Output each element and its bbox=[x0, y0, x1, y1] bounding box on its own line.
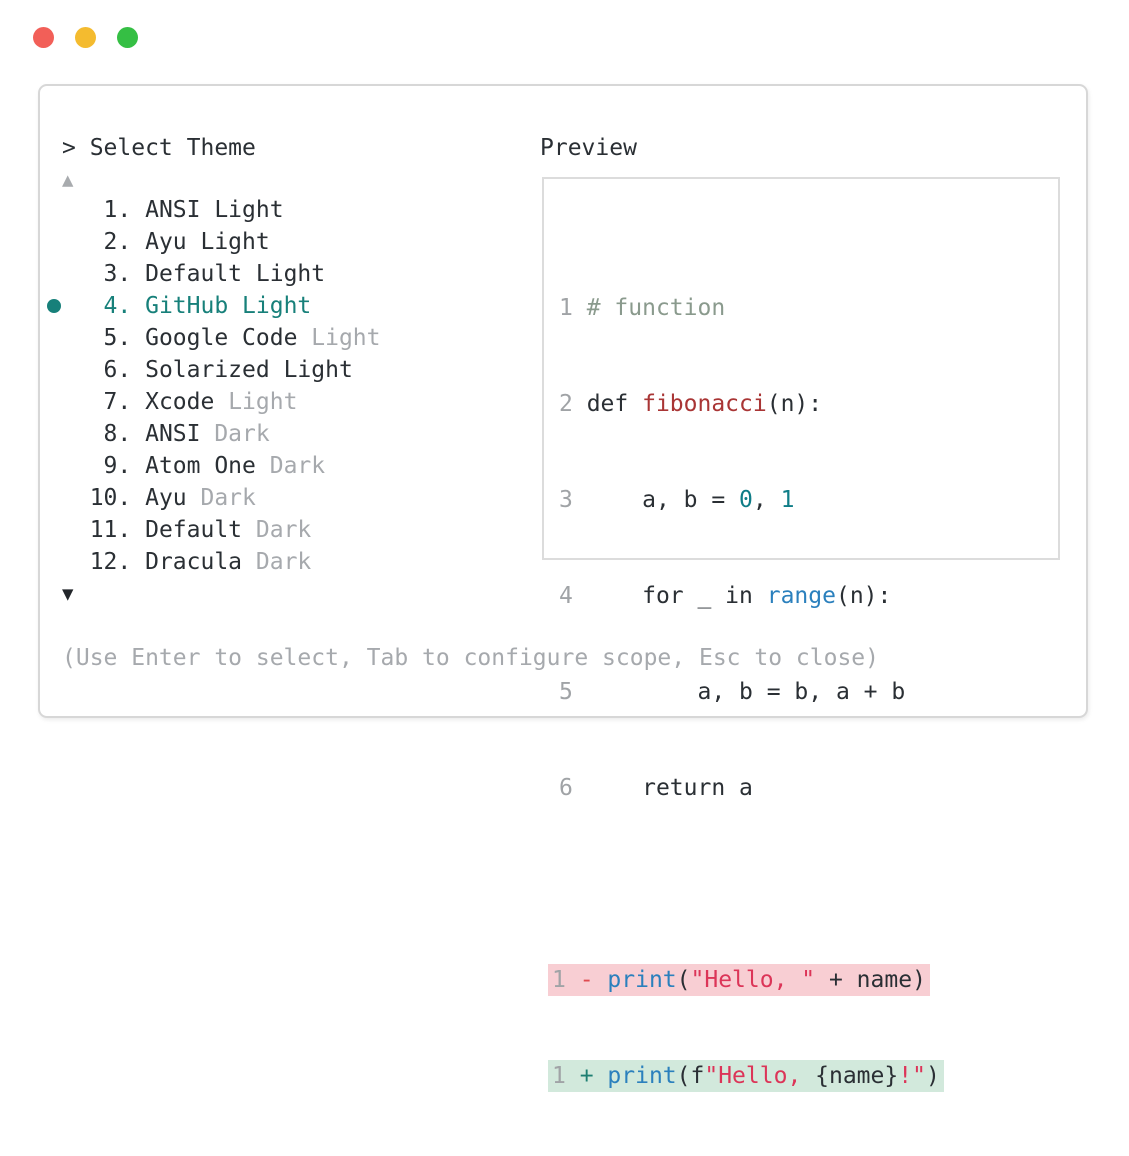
theme-list-item[interactable]: 2. Ayu Light bbox=[62, 226, 381, 258]
theme-item-number: 8. bbox=[62, 421, 146, 447]
theme-item-name: Dracula bbox=[145, 549, 243, 575]
theme-item-name: GitHub Light bbox=[145, 293, 312, 319]
preview-title: Preview bbox=[540, 135, 637, 161]
theme-item-number: 5. bbox=[62, 325, 146, 351]
close-button[interactable] bbox=[33, 27, 54, 48]
theme-list: 1. ANSI Light 2. Ayu Light 3. Default Li… bbox=[47, 194, 381, 578]
theme-list-item[interactable]: 10. Ayu Dark bbox=[62, 482, 381, 514]
theme-picker-dialog: > Select Theme ▲ 1. ANSI Light 2. Ayu Li… bbox=[38, 84, 1088, 1092]
code-line bbox=[559, 868, 944, 900]
theme-item-number: 3. bbox=[62, 261, 146, 287]
maximize-button[interactable] bbox=[117, 27, 138, 48]
code-line: 3 a, b = 0, 1 bbox=[559, 487, 795, 513]
theme-item-number: 2. bbox=[62, 229, 146, 255]
code-line: 1 # function bbox=[559, 295, 726, 321]
scroll-up-indicator[interactable]: ▲ bbox=[62, 169, 74, 191]
preview-panel: 1 # function 2 def fibonacci(n): 3 a, b … bbox=[542, 177, 1060, 1092]
theme-item-number: 10. bbox=[62, 485, 146, 511]
theme-item-name: Default Light bbox=[145, 261, 326, 287]
diff-added-highlight: 1 + print(f"Hello, {name}!") bbox=[548, 1060, 944, 1092]
screen: > Select Theme ▲ 1. ANSI Light 2. Ayu Li… bbox=[33, 27, 1088, 1092]
theme-item-suffix: Dark bbox=[242, 517, 312, 543]
theme-item-number: 1. bbox=[62, 197, 146, 223]
help-text: (Use Enter to select, Tab to configure s… bbox=[62, 645, 879, 671]
theme-list-item[interactable]: 8. ANSI Dark bbox=[62, 418, 381, 450]
theme-list-item[interactable]: 3. Default Light bbox=[62, 258, 381, 290]
code-line: 4 for _ in range(n): bbox=[559, 583, 892, 609]
theme-item-name: Ayu Light bbox=[145, 229, 270, 255]
theme-item-name: Atom One bbox=[145, 453, 256, 479]
diff-added-line: 1 + print(f"Hello, {name}!") bbox=[548, 1060, 944, 1092]
theme-item-number: 4. bbox=[62, 293, 146, 319]
theme-list-item[interactable]: 4. GitHub Light bbox=[47, 290, 381, 322]
theme-item-suffix: Dark bbox=[200, 421, 270, 447]
theme-list-item[interactable]: 9. Atom One Dark bbox=[62, 450, 381, 482]
diff-removed-line: 1 - print("Hello, " + name) bbox=[548, 964, 944, 996]
minimize-button[interactable] bbox=[75, 27, 96, 48]
theme-item-name: Xcode bbox=[145, 389, 215, 415]
theme-item-number: 9. bbox=[62, 453, 146, 479]
theme-item-number: 12. bbox=[62, 549, 146, 575]
theme-list-item[interactable]: 12. Dracula Dark bbox=[62, 546, 381, 578]
code-line: 5 a, b = b, a + b bbox=[559, 679, 906, 705]
code-line: 2 def fibonacci(n): bbox=[559, 391, 823, 417]
theme-item-suffix: Dark bbox=[186, 485, 256, 511]
theme-list-item[interactable]: 11. Default Dark bbox=[62, 514, 381, 546]
scroll-down-indicator[interactable]: ▼ bbox=[62, 583, 74, 605]
theme-item-suffix: Dark bbox=[242, 549, 312, 575]
theme-list-item[interactable]: 6. Solarized Light bbox=[62, 354, 381, 386]
theme-item-name: Ayu bbox=[145, 485, 187, 511]
theme-item-name: ANSI Light bbox=[145, 197, 284, 223]
select-theme-prompt: > Select Theme bbox=[62, 135, 256, 161]
diff-removed-highlight: 1 - print("Hello, " + name) bbox=[548, 964, 930, 996]
theme-item-name: ANSI bbox=[145, 421, 201, 447]
code-line: 6 return a bbox=[559, 775, 753, 801]
code-preview: 1 # function 2 def fibonacci(n): 3 a, b … bbox=[548, 228, 944, 1156]
selected-bullet-icon bbox=[47, 299, 61, 313]
theme-item-name: Default bbox=[145, 517, 243, 543]
theme-item-suffix: Light bbox=[297, 325, 381, 351]
theme-item-suffix: Light bbox=[214, 389, 298, 415]
theme-item-number: 7. bbox=[62, 389, 146, 415]
theme-list-item[interactable]: 1. ANSI Light bbox=[62, 194, 381, 226]
theme-item-name: Google Code bbox=[145, 325, 298, 351]
theme-list-item[interactable]: 7. Xcode Light bbox=[62, 386, 381, 418]
theme-item-number: 11. bbox=[62, 517, 146, 543]
theme-item-name: Solarized Light bbox=[145, 357, 353, 383]
window-controls bbox=[33, 27, 138, 48]
theme-item-number: 6. bbox=[62, 357, 146, 383]
theme-item-suffix: Dark bbox=[255, 453, 326, 479]
theme-list-item[interactable]: 5. Google Code Light bbox=[62, 322, 381, 354]
